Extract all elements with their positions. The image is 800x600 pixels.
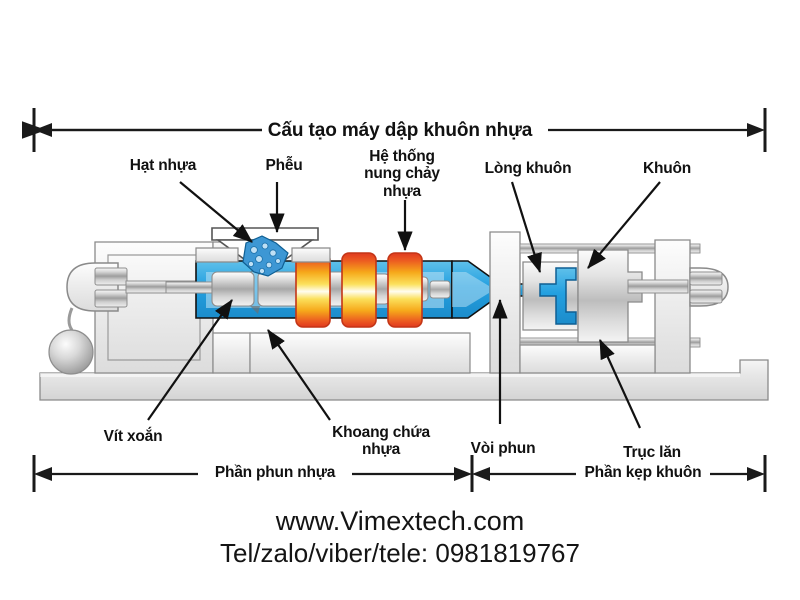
dimension-label-clamping-unit: Phần kẹp khuôn bbox=[584, 464, 702, 481]
machine-base bbox=[39, 359, 769, 401]
callout-nozzle: Vòi phun bbox=[470, 440, 536, 457]
section-dimension-lines bbox=[32, 455, 767, 492]
footer-contact-block: www.Vimextech.com Tel/zalo/viber/tele: 0… bbox=[0, 505, 800, 570]
callout-leader-lines bbox=[147, 181, 661, 429]
diagram-title: Cấu tạo máy dập khuôn nhựa bbox=[267, 120, 533, 141]
contact-phone: Tel/zalo/viber/tele: 0981819767 bbox=[220, 537, 580, 568]
callout-mold-cavity: Lòng khuôn bbox=[484, 160, 572, 177]
callout-pellets: Hạt nhựa bbox=[129, 157, 197, 174]
callout-screw: Vít xoắn bbox=[103, 428, 163, 445]
callout-hopper: Phễu bbox=[265, 157, 303, 174]
heater-bands bbox=[295, 252, 423, 328]
clamping-unit bbox=[489, 231, 729, 374]
overall-dimension-line bbox=[22, 108, 767, 152]
website-url: www.Vimextech.com bbox=[275, 506, 525, 536]
plastic-pellets bbox=[242, 235, 289, 277]
callout-melt-chamber: Khoang chứa nhựa bbox=[332, 424, 430, 459]
callout-mold: Khuôn bbox=[642, 160, 692, 177]
dimension-label-injection-unit: Phần phun nhựa bbox=[214, 464, 336, 481]
callout-roller: Trục lăn bbox=[623, 444, 681, 461]
callout-heating-system: Hệ thống nung chảy nhựa bbox=[364, 148, 440, 200]
